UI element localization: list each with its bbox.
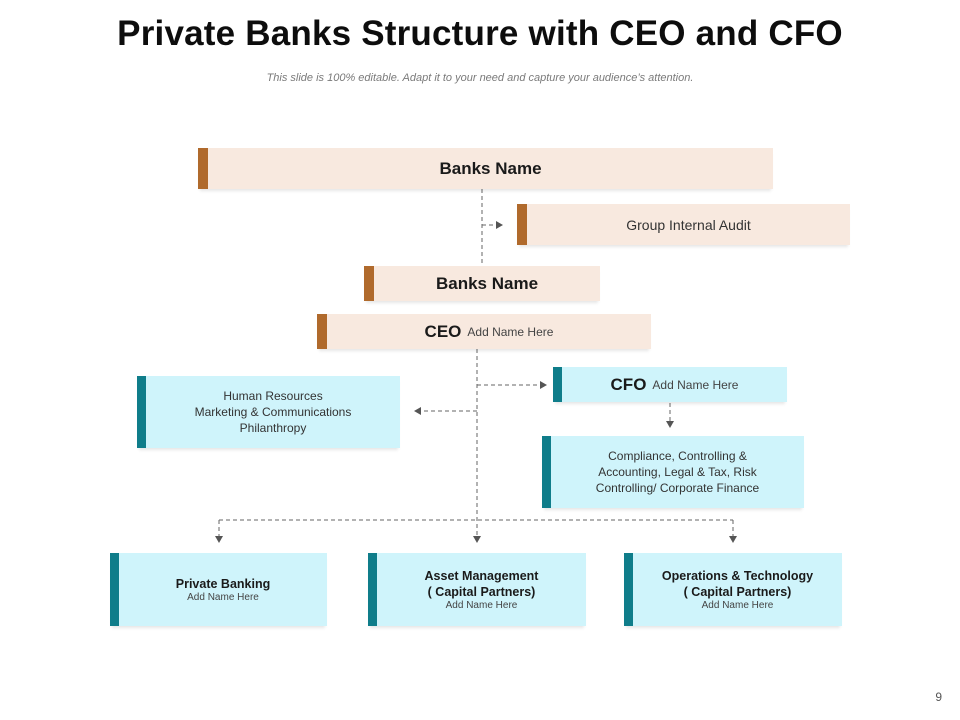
banks-name-mid-box: Banks Name <box>364 266 600 301</box>
page-number: 9 <box>935 690 942 704</box>
compliance-line-3: Controlling/ Corporate Finance <box>595 481 760 495</box>
cfo-label: CFO <box>610 374 647 394</box>
banks-name-mid-label: Banks Name <box>435 273 539 293</box>
ceo-name: Add Name Here <box>467 324 554 339</box>
banks-name-top-label: Banks Name <box>439 158 542 178</box>
unit-private-banking-name: Add Name Here <box>187 592 259 603</box>
compliance-box: Compliance, Controlling & Accounting, Le… <box>542 436 804 508</box>
unit-operations-technology-name: Add Name Here <box>701 600 774 611</box>
cfo-box: CFO Add Name Here <box>553 367 787 402</box>
hr-line-2: Marketing & Communications <box>194 405 352 419</box>
unit-asset-management-subtitle: ( Capital Partners) <box>427 585 536 599</box>
slide-subtitle: This slide is 100% editable. Adapt it to… <box>266 72 694 84</box>
group-internal-audit-label: Group Internal Audit <box>626 216 751 233</box>
unit-operations-technology-subtitle: ( Capital Partners) <box>683 585 792 599</box>
unit-asset-management-box: Asset Management ( Capital Partners) Add… <box>368 553 586 626</box>
unit-asset-management-title: Asset Management <box>424 569 539 583</box>
unit-private-banking-box: Private Banking Add Name Here <box>110 553 327 626</box>
cfo-name: Add Name Here <box>652 377 739 392</box>
hr-line-1: Human Resources <box>223 389 323 403</box>
slide-title: Private Banks Structure with CEO and CFO <box>117 14 843 53</box>
compliance-line-2: Accounting, Legal & Tax, Risk <box>598 465 757 479</box>
hr-line-3: Philanthropy <box>239 421 307 435</box>
unit-operations-technology-title: Operations & Technology <box>661 569 814 583</box>
compliance-line-1: Compliance, Controlling & <box>608 449 747 463</box>
hr-box: Human Resources Marketing & Communicatio… <box>137 376 400 448</box>
banks-name-top-box: Banks Name <box>198 148 773 189</box>
ceo-box: CEO Add Name Here <box>317 314 651 349</box>
unit-asset-management-name: Add Name Here <box>445 600 518 611</box>
unit-private-banking-title: Private Banking <box>175 577 271 591</box>
unit-operations-technology-box: Operations & Technology ( Capital Partne… <box>624 553 842 626</box>
group-internal-audit-box: Group Internal Audit <box>517 204 850 245</box>
ceo-label: CEO <box>424 321 462 341</box>
